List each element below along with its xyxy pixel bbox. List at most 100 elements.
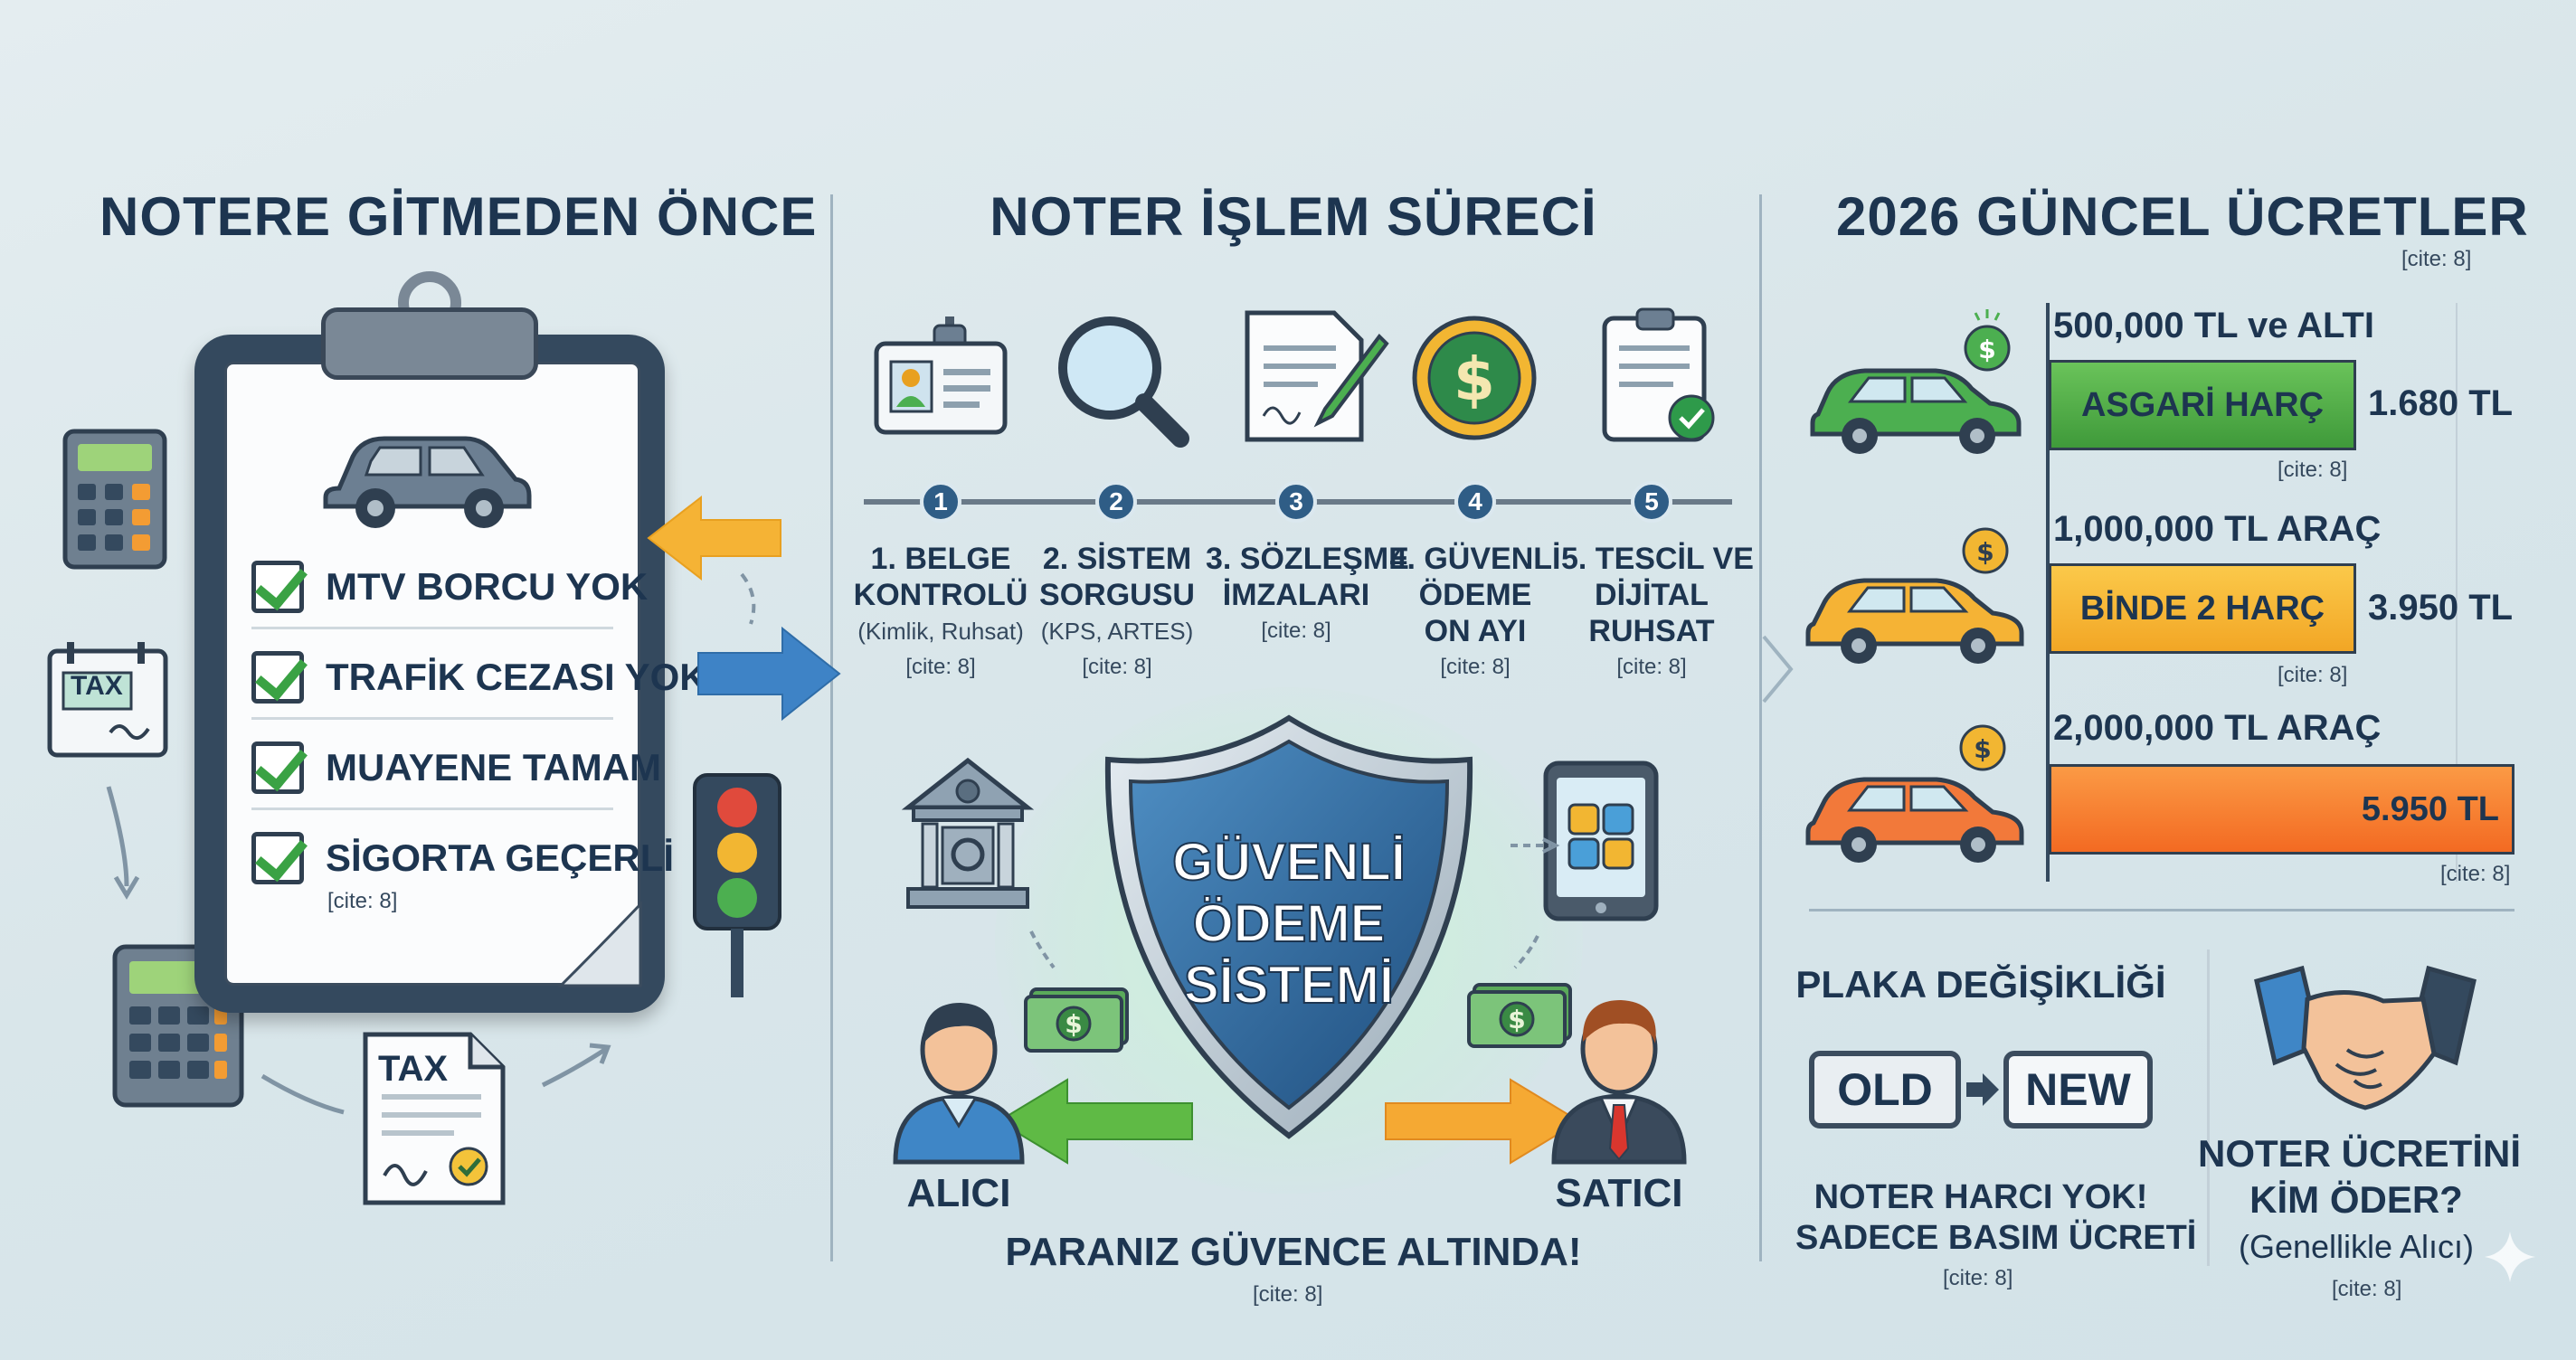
coin-icon-1: $ <box>1964 309 2011 372</box>
check-label: MUAYENE TAMAM <box>326 746 662 789</box>
svg-text:$: $ <box>1974 734 1991 764</box>
magnifier-icon <box>1058 316 1189 448</box>
sparkle-icon <box>2485 1232 2535 1282</box>
check-label: SİGORTA GEÇERLİ <box>326 836 675 879</box>
seller-avatar <box>1551 1000 1687 1165</box>
step-4-line3: ON AYI <box>1424 614 1527 648</box>
shield-text-1: GÜVENLİ <box>1171 832 1406 892</box>
car-icon <box>323 436 532 528</box>
clipboard-clip <box>321 307 538 380</box>
step-4-line1: 4. GÜVENLİ <box>1389 542 1561 576</box>
step-3-cite: [cite: 8] <box>1261 619 1331 643</box>
check-label: MTV BORCU YOK <box>326 565 649 608</box>
contract-icon <box>1245 310 1389 442</box>
step-5-line3: RUHSAT <box>1588 614 1715 648</box>
plate-line-1: NOTER HARCI YOK! <box>1814 1178 2148 1216</box>
fee-2-label: 1,000,000 TL ARAÇ <box>2053 509 2382 549</box>
fee-3-cite: [cite: 8] <box>2440 862 2511 886</box>
divider-left <box>830 194 833 1261</box>
exchange-arrow-left-icon <box>997 1078 1193 1165</box>
traffic-light-icon <box>693 773 781 997</box>
tax-calendar-icon <box>47 642 168 758</box>
dashed-arrows-middle <box>1029 837 1560 969</box>
check-separator <box>251 627 613 629</box>
fee-1-value: 1.680 TL <box>2368 383 2514 423</box>
registration-document-icon <box>1602 307 1715 442</box>
coin-icon-2: $ <box>1962 527 2009 574</box>
check-row-mtv: MTV BORCU YOK <box>251 561 648 613</box>
svg-text:$: $ <box>1065 1009 1082 1039</box>
car-green-icon <box>1810 368 2022 454</box>
tax-document-label: TAX <box>378 1049 449 1089</box>
middle-title: NOTER İŞLEM SÜRECİ <box>990 186 1597 247</box>
tablet-icon <box>1543 760 1659 921</box>
arrow-forward-icon <box>697 626 841 722</box>
step-5-line2: DİJİTAL <box>1595 578 1709 612</box>
step-3-line2: İMZALARI <box>1222 578 1370 612</box>
fee-3-value: 5.950 TL <box>2361 789 2499 828</box>
exchange-arrow-right-icon <box>1385 1078 1581 1165</box>
fee-2-cite: [cite: 8] <box>2278 663 2348 687</box>
shield-text-3: SİSTEMİ <box>1183 955 1395 1015</box>
car-orange-icon <box>1805 777 2024 863</box>
step-5-text: 5. TESCİL VE DİJİTAL RUHSAT [cite: 8] <box>1561 541 1754 685</box>
tax-calendar-label: TAX <box>71 671 123 701</box>
plate-line-2: SADECE BASIM ÜCRETİ <box>1795 1219 2197 1257</box>
check-icon <box>251 741 304 794</box>
check-icon <box>251 561 304 613</box>
step-1-line1: 1. BELGE <box>870 542 1011 576</box>
who-pays-line-1: NOTER ÜCRETİNİ <box>2198 1132 2521 1175</box>
step-4-cite: [cite: 8] <box>1440 655 1511 679</box>
plate-cite: [cite: 8] <box>1943 1266 2013 1290</box>
step-dot-2: 2 <box>1095 481 1137 523</box>
money-bill-left-icon: $ <box>1024 987 1129 1053</box>
step-3-text: 3. SÖZLEŞME İMZALARI [cite: 8] <box>1206 541 1409 649</box>
seller-label: SATICI <box>1555 1171 1683 1215</box>
step-dot-1: 1 <box>920 481 961 523</box>
check-icon <box>251 651 304 704</box>
check-label: TRAFİK CEZASI YOK <box>326 656 707 698</box>
step-5-line1: 5. TESCİL VE <box>1561 542 1754 576</box>
fee-1-label: 500,000 TL ve ALTI <box>2053 306 2374 345</box>
left-title: NOTERE GİTMEDEN ÖNCE <box>99 186 818 247</box>
dollar-coin-icon: $ <box>1412 316 1537 440</box>
arrow-back-icon <box>647 495 781 581</box>
fee-3-bar: 5.950 TL <box>2049 764 2514 855</box>
right-title: 2026 GÜNCEL ÜCRETLER <box>1836 186 2529 247</box>
svg-text:$: $ <box>1978 335 1995 364</box>
step-dot-3: 3 <box>1275 481 1317 523</box>
step-3-line1: 3. SÖZLEŞME <box>1206 542 1409 576</box>
plate-old: OLD <box>1809 1051 1961 1129</box>
plate-new: NEW <box>2003 1051 2153 1129</box>
step-2-line1: 2. SİSTEM <box>1042 542 1192 576</box>
fee-3-label: 2,000,000 TL ARAÇ <box>2053 708 2382 748</box>
who-pays-line-2: KİM ÖDER? <box>2249 1178 2463 1221</box>
id-card-icon <box>874 316 1008 435</box>
coin-icon-3: $ <box>1959 724 2006 771</box>
plate-title: PLAKA DEĞİŞİKLİĞİ <box>1795 963 2166 1006</box>
handshake-icon <box>2254 965 2477 1110</box>
tax-document-icon <box>363 1032 506 1205</box>
step-2-line2: SORGUSU <box>1039 578 1195 612</box>
who-pays-line-3: (Genellikle Alıcı) <box>2238 1228 2475 1265</box>
right-title-cite: [cite: 8] <box>2401 247 2472 271</box>
step-5-cite: [cite: 8] <box>1616 655 1687 679</box>
shield-text-2: ÖDEME <box>1192 893 1387 954</box>
step-1-text: 1. BELGE KONTROLÜ (Kimlik, Ruhsat) [cite… <box>850 541 1031 685</box>
svg-text:$: $ <box>1508 1005 1525 1034</box>
svg-text:$: $ <box>1454 345 1495 414</box>
fee-grid-1 <box>2456 303 2458 882</box>
buyer-label: ALICI <box>906 1171 1011 1215</box>
shield-icon <box>1104 714 1473 1139</box>
divider-right <box>1759 194 1762 1261</box>
check-icon <box>251 832 304 884</box>
calculator-icon <box>62 429 167 570</box>
fee-1-bar: ASGARİ HARÇ <box>2049 360 2356 450</box>
who-pays-cite: [cite: 8] <box>2332 1277 2402 1301</box>
step-1-cite: [cite: 8] <box>905 655 976 679</box>
bank-icon <box>901 757 1035 909</box>
fee-2-value: 3.950 TL <box>2368 588 2514 628</box>
step-4-text: 4. GÜVENLİ ÖDEME ON AYI [cite: 8] <box>1385 541 1566 685</box>
page-curl <box>557 901 642 987</box>
check-separator <box>251 717 613 720</box>
